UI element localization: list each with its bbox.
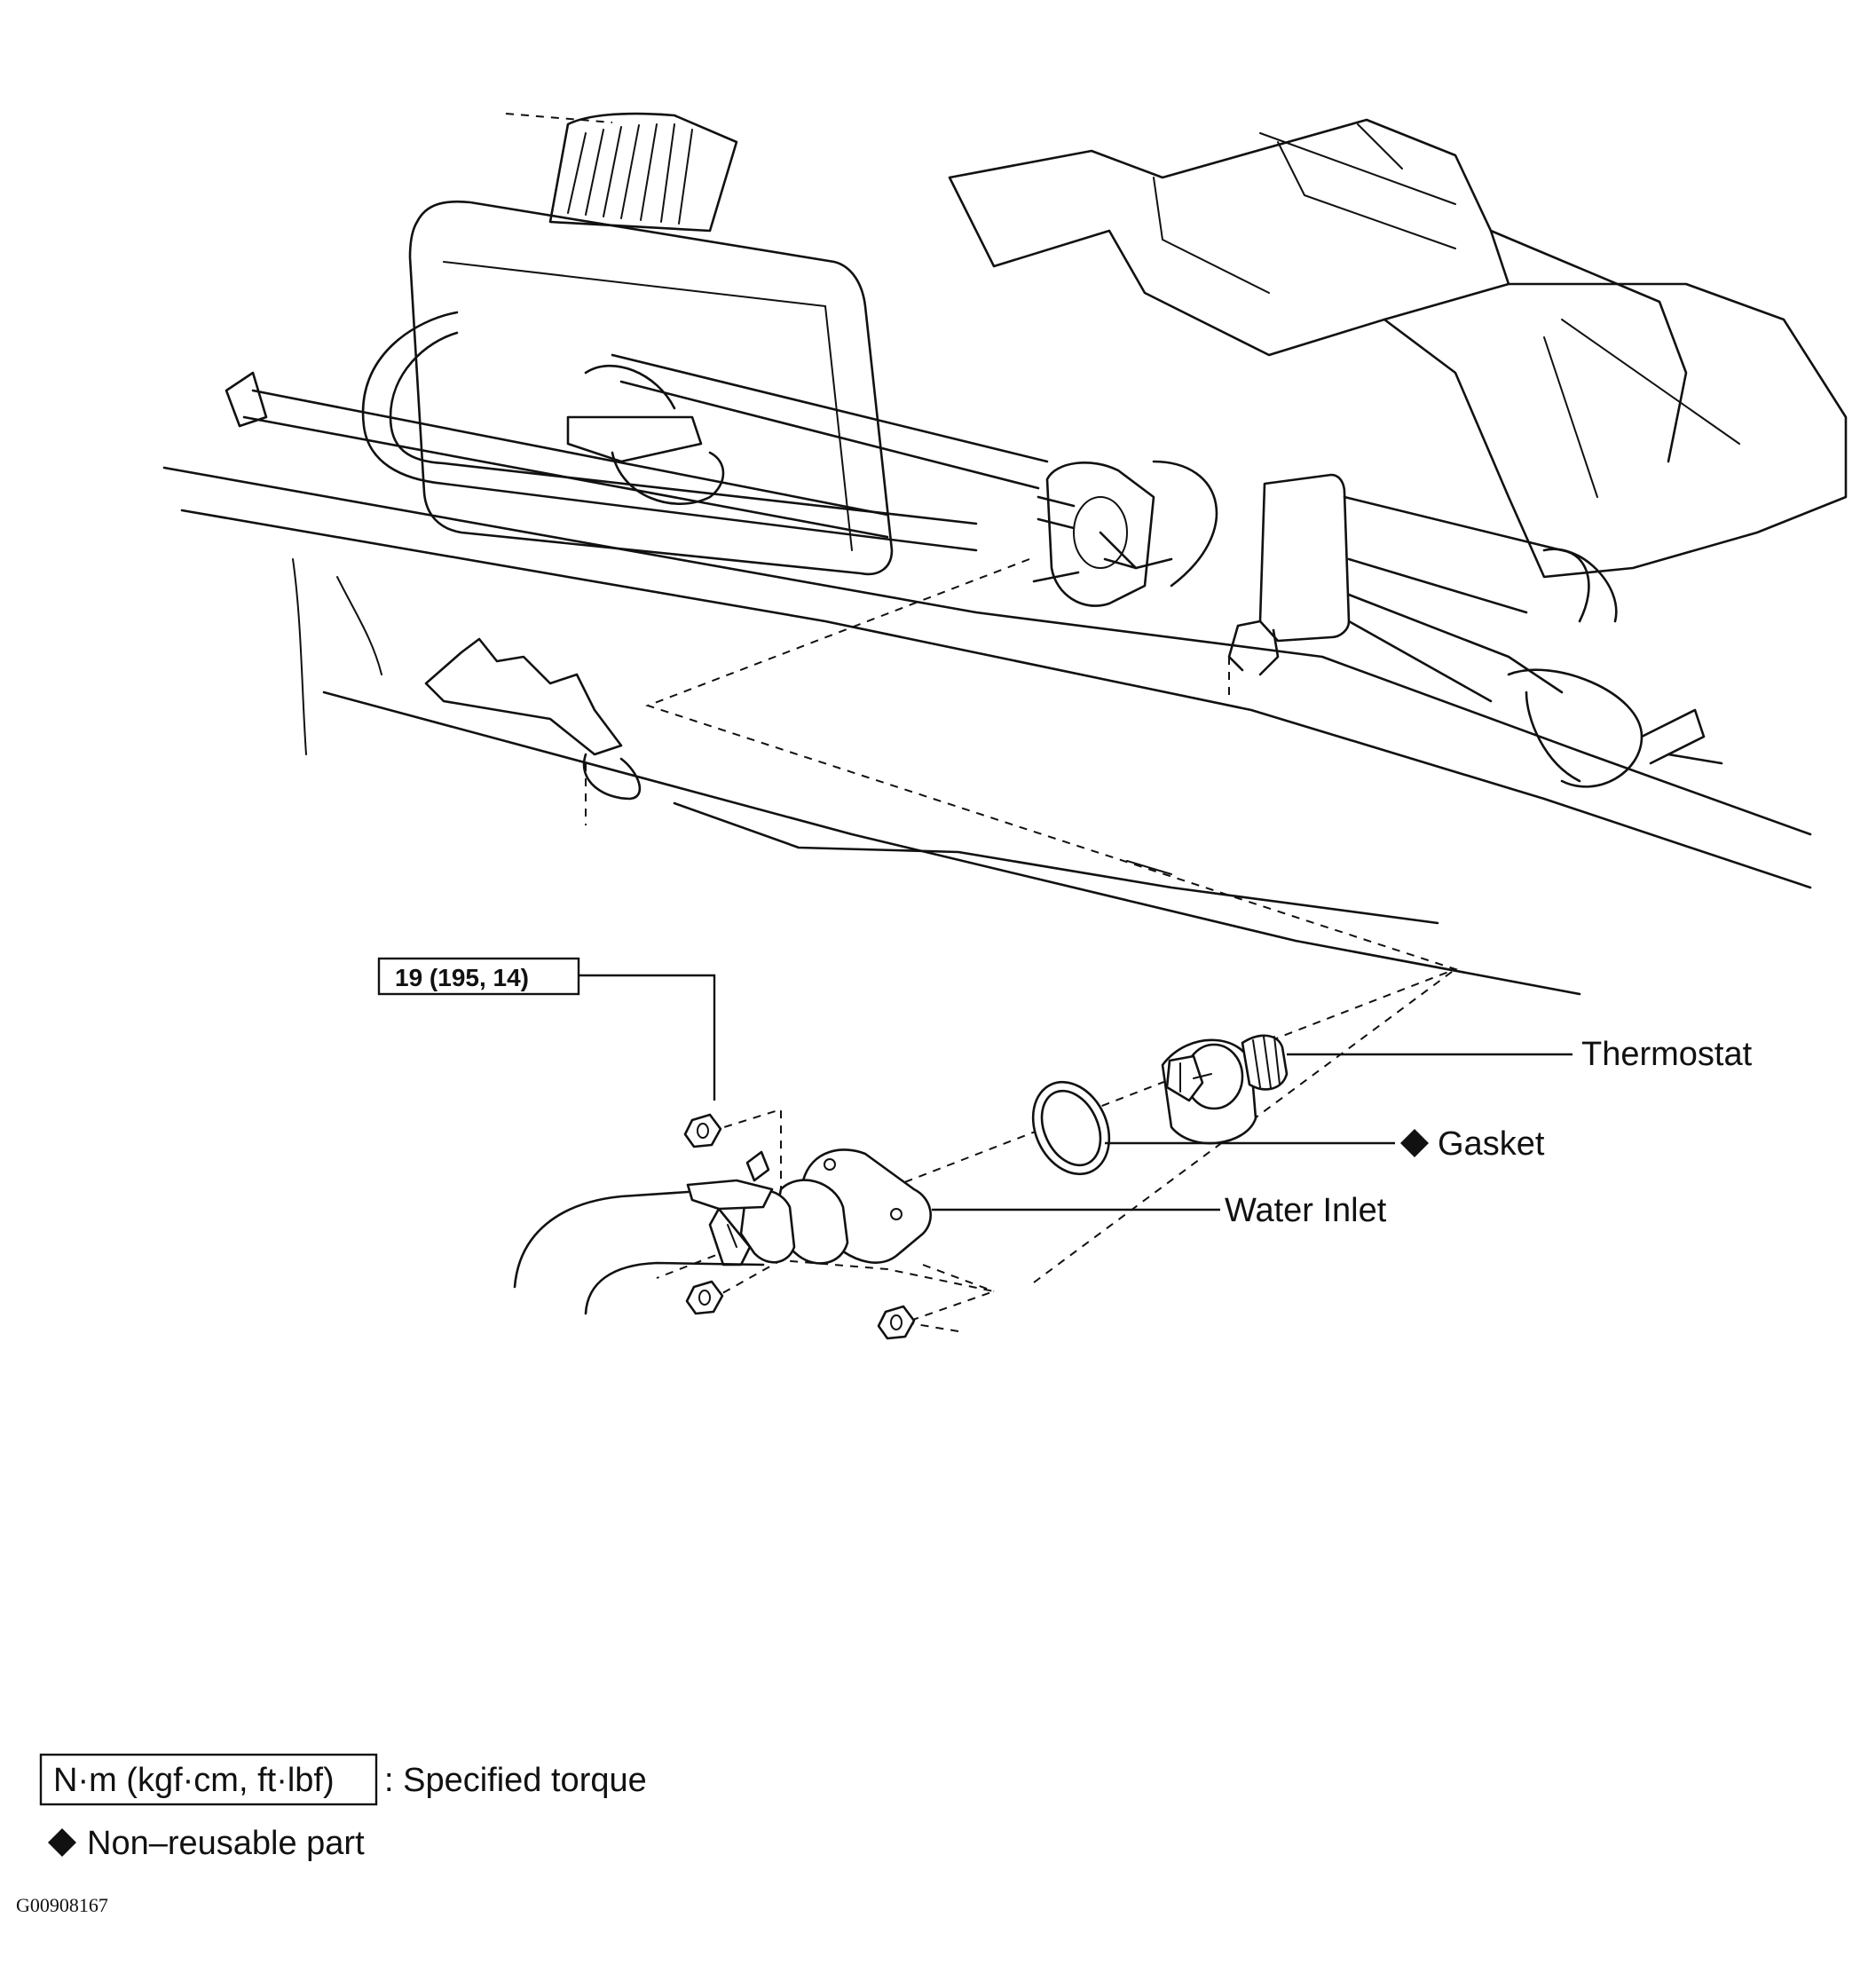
legend: N·m (kgf·cm, ft·lbf) : Specified torque …: [39, 1753, 647, 1862]
torque-spec-box: [377, 957, 580, 996]
lower-bracket: [424, 637, 642, 825]
water-inlet-part: [513, 1148, 932, 1315]
legend-nonreusable-desc: Non–reusable part: [87, 1825, 365, 1862]
engine-thermostat-housing: [1032, 461, 1155, 607]
radiator-support-lines: [162, 371, 1812, 996]
torque-spec-label: 19 (195, 14): [395, 964, 529, 991]
heater-pipe: [1343, 495, 1723, 788]
black-diamond-icon: [1400, 1129, 1429, 1157]
engine-cover: [948, 118, 1848, 579]
legend-torque-units: N·m (kgf·cm, ft·lbf): [53, 1762, 335, 1799]
air-cleaner-box: [408, 200, 894, 576]
nut-2: [685, 1280, 724, 1315]
mounting-bracket: [1227, 473, 1351, 701]
thermostat-label: Thermostat: [1581, 1036, 1753, 1073]
water-inlet-label: Water Inlet: [1225, 1192, 1387, 1229]
callout-leaders: [579, 974, 1573, 1211]
nut-1: [683, 1113, 722, 1148]
intake-duct: [548, 112, 738, 233]
coolant-hoses: [361, 311, 1218, 588]
legend-black-diamond-icon: [48, 1828, 76, 1857]
figure-code: G00908167: [16, 1894, 108, 1916]
legend-torque-desc: : Specified torque: [384, 1762, 647, 1799]
engine-assembly-illustration: [162, 112, 1848, 996]
legend-torque-box: [39, 1753, 378, 1806]
thermostat-part: [1161, 1034, 1289, 1145]
gasket-label: Gasket: [1438, 1125, 1545, 1163]
gasket-part: [1031, 1080, 1111, 1176]
nut-3: [877, 1305, 916, 1340]
